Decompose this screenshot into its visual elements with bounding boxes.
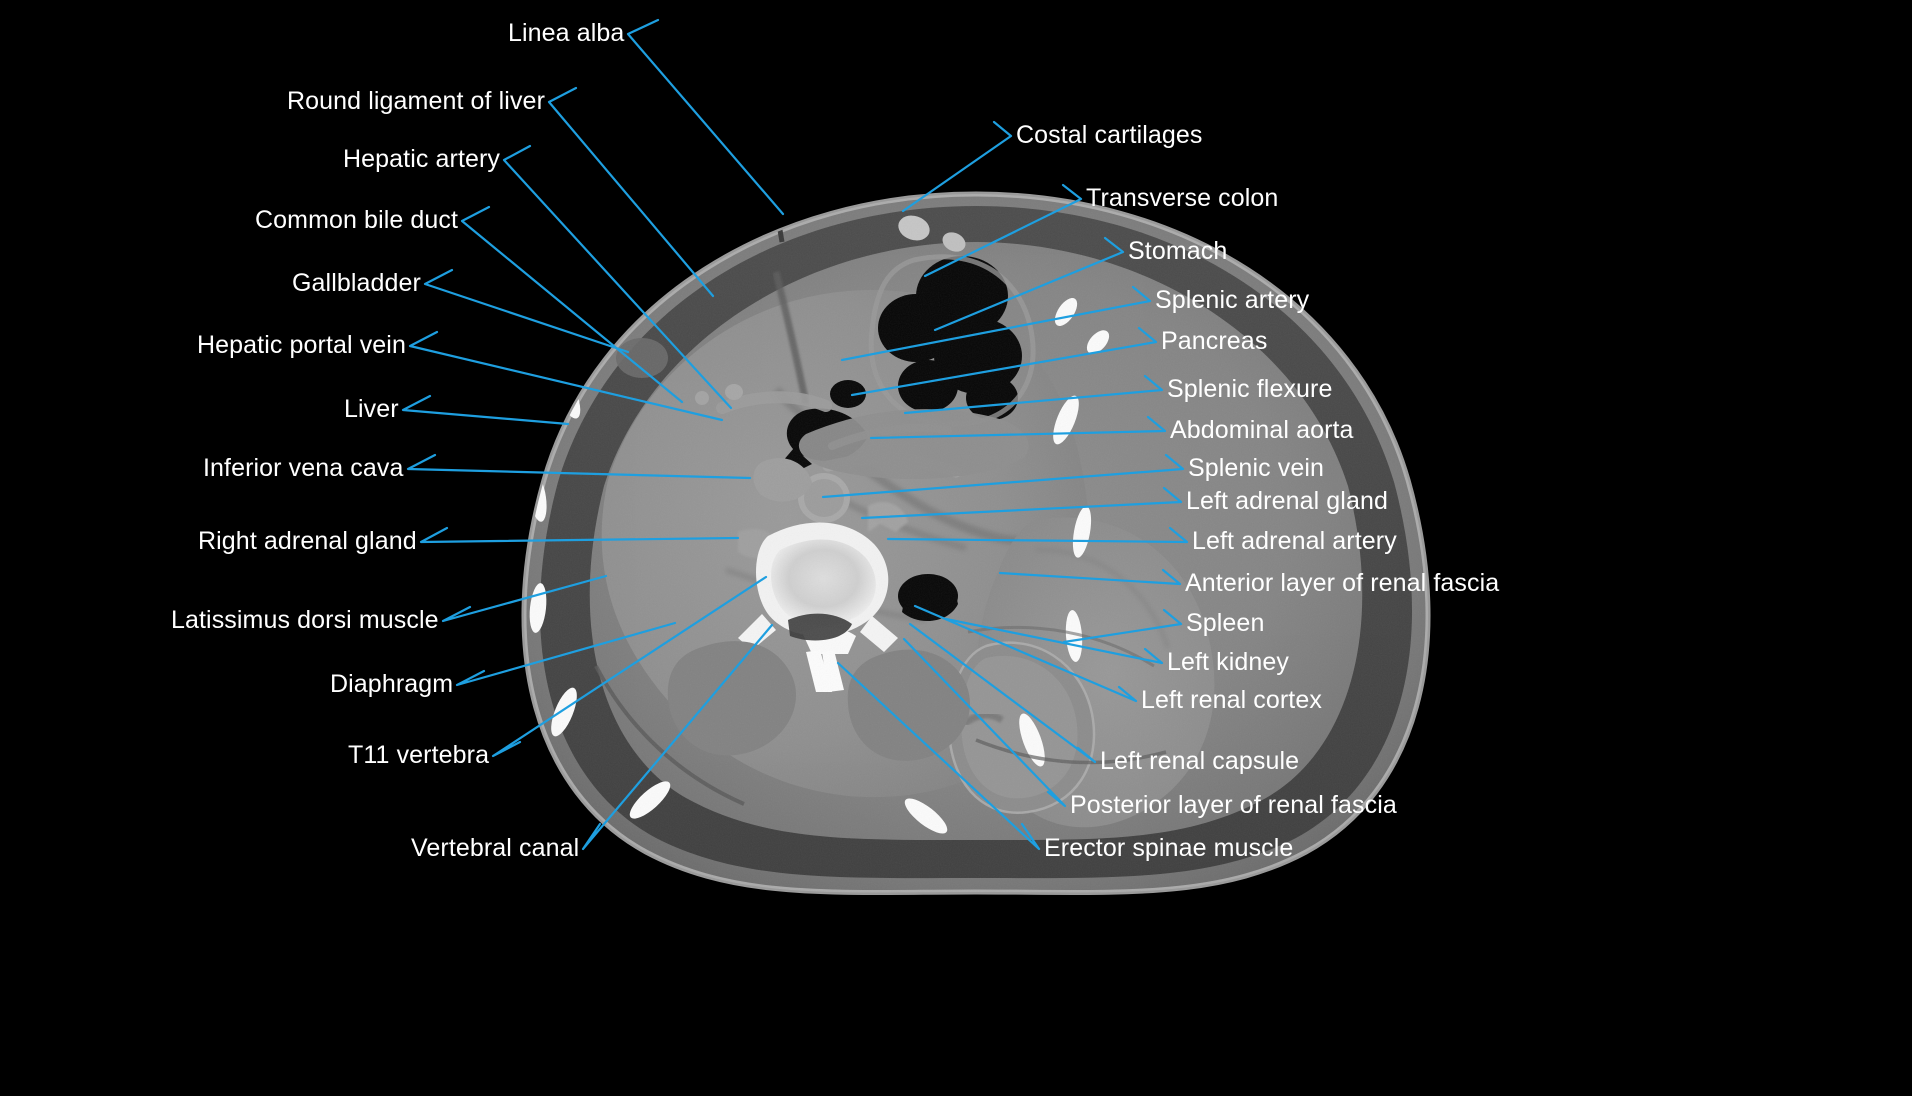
label-liver: Liver [344, 395, 399, 423]
label-latissimus-dorsi-muscle: Latissimus dorsi muscle [171, 606, 439, 634]
label-hepatic-artery: Hepatic artery [343, 145, 501, 173]
label-right-adrenal-gland: Right adrenal gland [198, 527, 417, 555]
label-splenic-flexure: Splenic flexure [1167, 375, 1333, 403]
label-anterior-layer-of-renal-fascia: Anterior layer of renal fascia [1185, 569, 1500, 597]
label-posterior-layer-of-renal-fascia: Posterior layer of renal fascia [1070, 791, 1397, 819]
label-splenic-vein: Splenic vein [1188, 454, 1325, 482]
label-erector-spinae-muscle: Erector spinae muscle [1044, 834, 1294, 862]
label-splenic-artery: Splenic artery [1155, 286, 1310, 314]
label-costal-cartilages: Costal cartilages [1016, 121, 1203, 149]
label-diaphragm: Diaphragm [330, 670, 454, 698]
label-gallbladder: Gallbladder [292, 269, 421, 297]
label-inferior-vena-cava: Inferior vena cava [203, 454, 404, 482]
label-common-bile-duct: Common bile duct [255, 206, 459, 234]
label-round-ligament-of-liver: Round ligament of liver [287, 87, 545, 115]
label-spleen: Spleen [1186, 609, 1265, 637]
label-stomach: Stomach [1128, 237, 1228, 265]
label-transverse-colon: Transverse colon [1086, 184, 1279, 212]
label-t11-vertebra: T11 vertebra [348, 741, 490, 769]
label-left-adrenal-gland: Left adrenal gland [1186, 487, 1388, 515]
label-left-adrenal-artery: Left adrenal artery [1192, 527, 1397, 555]
label-left-renal-cortex: Left renal cortex [1141, 686, 1322, 714]
label-vertebral-canal: Vertebral canal [411, 834, 580, 862]
label-linea-alba: Linea alba [508, 19, 625, 47]
label-hepatic-portal-vein: Hepatic portal vein [197, 331, 406, 359]
label-left-kidney: Left kidney [1167, 648, 1290, 676]
label-abdominal-aorta: Abdominal aorta [1170, 416, 1354, 444]
label-left-renal-capsule: Left renal capsule [1100, 747, 1300, 775]
label-pancreas: Pancreas [1161, 327, 1268, 355]
